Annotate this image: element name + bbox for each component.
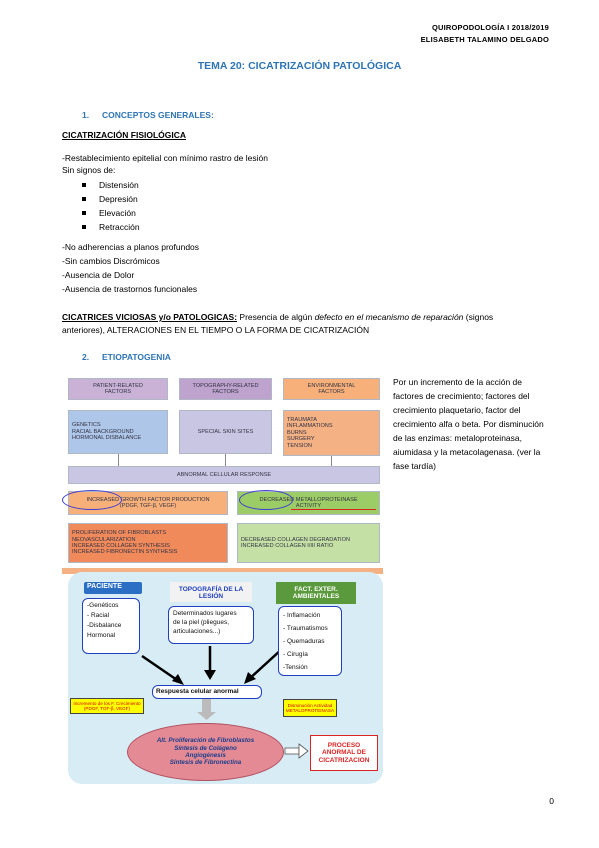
bullet-item: Elevación — [82, 208, 136, 218]
page-number: 0 — [549, 796, 554, 806]
fisiologica-heading: CICATRIZACIÓN FISIOLÓGICA — [62, 130, 187, 140]
header-author: ELISABETH TALAMINO DELGADO — [420, 35, 549, 44]
topography-factors-box: TOPOGRAPHY-RELATED FACTORS — [179, 378, 272, 400]
collagen-degradation-box: DECREASED COLLAGEN DEGRADATION INCREASED… — [237, 523, 380, 563]
etiology-diagram-en: PATIENT-RELATED FACTORS TOPOGRAPHY-RELAT… — [62, 372, 383, 568]
genetics-box: GENETICS RACIAL BACKGROUND HORMONAL DISB… — [68, 410, 168, 454]
page-header: QUIROPODOLOGÍA I 2018/2019 ELISABETH TAL… — [421, 22, 549, 46]
topografia-box: Determinados lugares de la piel (pliegue… — [168, 606, 254, 644]
etiopatogenia-text: Por un incremento de la acción de factor… — [393, 377, 544, 471]
trauma-box: TRAUMATA INFLAMMATIONS BURNS SURGERY TEN… — [283, 410, 380, 456]
bullet-item: Distensión — [82, 180, 139, 190]
respuesta-box: Respuesta celular anormal — [152, 685, 262, 699]
section-heading-2: 2.ETIOPATOGENIA — [82, 352, 171, 362]
disminucion-label: Disminución Actividad METALOPROTEINASA — [283, 699, 337, 717]
paciente-heading: PACIENTE — [87, 583, 122, 590]
fisiologica-item: -Ausencia de Dolor — [62, 270, 135, 280]
section-heading-1: 1.CONCEPTOS GENERALES: — [82, 110, 214, 120]
skin-sites-box: SPECIAL SKIN SITES — [179, 410, 272, 454]
fisiologica-line1: -Restablecimiento epitelial con mínimo r… — [62, 153, 268, 163]
topografia-heading: TOPOGRAFÍA DE LA LESIÓN — [178, 586, 244, 600]
diagram-arrows — [84, 582, 356, 759]
proceso-anormal-box: PROCESO ANORMAL DE CICATRIZACION — [310, 735, 378, 771]
environmental-factors-box: ENVIRONMENTAL FACTORS — [283, 378, 380, 400]
paciente-box: -Genéticos - Racial -Disbalance Hormonal — [82, 598, 140, 654]
abnormal-response-box: ABNORMAL CELLULAR RESPONSE — [68, 466, 380, 484]
viciosas-line2: anteriores), ALTERACIONES EN EL TIEMPO O… — [62, 325, 370, 335]
fisiologica-item: -Sin cambios Discrómicos — [62, 256, 160, 266]
fisiologica-item: -No adherencias a planos profundos — [62, 242, 200, 252]
proliferation-box: PROLIFERATION OF FIBROBLASTS NEOVASCULAR… — [68, 523, 228, 563]
factores-heading: FACT. EXTER. AMBIENTALES — [292, 586, 340, 600]
bullet-item: Retracción — [82, 222, 140, 232]
patient-factors-box: PATIENT-RELATED FACTORS — [68, 378, 168, 400]
header-course: QUIROPODOLOGÍA I 2018/2019 — [431, 23, 549, 32]
fisiologica-item: -Ausencia de trastornos funcionales — [62, 284, 198, 294]
incremento-label: Incremento de los F. Crecimiento (PDGF, … — [70, 698, 144, 714]
factores-box: - Inflamación - Traumatismos - Quemadura… — [278, 606, 342, 676]
etiology-diagram-es: PACIENTE -Genéticos - Racial -Disbalance… — [62, 568, 383, 785]
viciosas-paragraph: CICATRICES VICIOSAS y/o PATOLOGICAS: Pre… — [62, 312, 494, 322]
proliferacion-ellipse: Alt. Proliferación de Fibroblastos Sínte… — [127, 723, 284, 781]
bullet-item: Depresión — [82, 194, 138, 204]
fisiologica-line2: Sin signos de: — [62, 165, 116, 175]
page-title: TEMA 20: CICATRIZACIÓN PATOLÓGICA — [197, 60, 402, 72]
